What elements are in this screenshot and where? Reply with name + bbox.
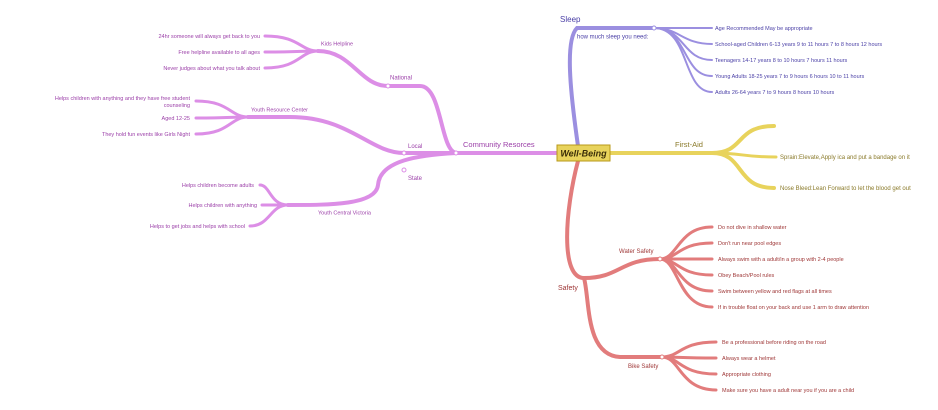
branch-line-national bbox=[316, 49, 458, 155]
node-dot bbox=[385, 83, 391, 89]
topic-firstaid[interactable]: First-Aid bbox=[675, 140, 703, 149]
branch-line-firstaid-item bbox=[710, 151, 776, 190]
branch-line-kids-item bbox=[263, 34, 320, 53]
subtopic-youth-central-victoria[interactable]: Youth Central Victoria bbox=[318, 211, 372, 217]
branch-line-firstaid-item bbox=[710, 124, 776, 155]
branch-line-bike-item bbox=[660, 355, 718, 392]
branch-line-safety-bike bbox=[582, 276, 664, 359]
branch-line-sleep-item bbox=[653, 27, 713, 93]
bike-safety-item[interactable]: Make sure you have a adult near you if y… bbox=[722, 388, 854, 394]
subtopic-local[interactable]: Local bbox=[408, 144, 422, 150]
firstaid-item[interactable]: Nose Bleed:Lean Forward to let the blood… bbox=[780, 186, 911, 192]
subtopic-bike-safety[interactable]: Bike Safety bbox=[628, 364, 658, 370]
branch-line-sleep bbox=[567, 26, 656, 148]
youth-central-item[interactable]: Helps to get jobs and helps with school bbox=[150, 224, 245, 230]
central-topic-label: Well-Being bbox=[560, 149, 607, 159]
branch-line-safety-water bbox=[582, 257, 662, 280]
sleep-item[interactable]: Young Adults 18-25 years 7 to 9 hours 6 … bbox=[715, 74, 864, 80]
node-dot bbox=[453, 150, 459, 156]
branch-line-safety bbox=[565, 159, 586, 280]
youth-central-item[interactable]: Helps children with anything bbox=[189, 203, 257, 209]
node-dot bbox=[657, 256, 663, 262]
subtopic-kids-helpline[interactable]: Kids Helpline bbox=[321, 42, 353, 48]
water-safety-item[interactable]: Don't run near pool edges bbox=[718, 241, 781, 247]
sleep-item[interactable]: School-aged Children 6-13 years 9 to 11 … bbox=[715, 42, 882, 48]
topic-sleep[interactable]: Sleep bbox=[560, 15, 581, 24]
node-dot bbox=[659, 354, 665, 360]
branch-line-water-item bbox=[658, 241, 714, 261]
youth-resource-item[interactable]: Aged 12-25 bbox=[162, 116, 190, 122]
topic-safety[interactable]: Safety bbox=[558, 285, 578, 292]
node-dot bbox=[401, 150, 407, 156]
youth-central-item[interactable]: Helps children become adults bbox=[182, 183, 254, 189]
subtopic-youth-resource-center[interactable]: Youth Resource Center bbox=[251, 108, 308, 114]
topic-community[interactable]: Community Resorces bbox=[463, 140, 535, 149]
branch-line-ycv-item bbox=[248, 203, 290, 228]
water-safety-item[interactable]: Obey Beach/Pool rules bbox=[718, 273, 775, 279]
youth-resource-item[interactable]: counseling bbox=[164, 103, 190, 109]
bike-safety-item[interactable]: Appropriate clothing bbox=[722, 372, 771, 378]
branch-line-kids-item bbox=[263, 49, 320, 70]
water-safety-item[interactable]: Do not dive in shallow water bbox=[718, 225, 787, 231]
branch-line-ycv-item bbox=[258, 183, 290, 207]
node-dot bbox=[401, 167, 407, 173]
sleep-item[interactable]: Teenagers 14-17 years 8 to 10 hours 7 ho… bbox=[715, 58, 848, 64]
central-topic[interactable]: Well-Being bbox=[556, 144, 611, 162]
branch-line-local bbox=[246, 115, 458, 155]
sleep-item[interactable]: Adults 26-64 years 7 to 9 hours 8 hours … bbox=[715, 90, 834, 96]
bike-safety-item[interactable]: Be a professional before riding on the r… bbox=[722, 340, 826, 346]
bike-safety-item[interactable]: Always wear a helmet bbox=[722, 356, 776, 362]
water-safety-item[interactable]: Always swim with a adult/in a group with… bbox=[718, 257, 844, 263]
branch-line-sleep-item bbox=[653, 27, 713, 77]
branch-line-yrc-item bbox=[194, 99, 250, 119]
branch-line-state bbox=[286, 151, 458, 207]
subtopic-sleep-need[interactable]: how much sleep you need: bbox=[577, 35, 649, 41]
sleep-item[interactable]: Age Recommended May be appropriate bbox=[715, 26, 813, 32]
branch-line-water-item bbox=[658, 257, 714, 309]
youth-resource-item[interactable]: Helps children with anything and they ha… bbox=[55, 96, 191, 102]
subtopic-state[interactable]: State bbox=[408, 176, 423, 182]
youth-resource-item[interactable]: They hold fun events like Girls Night bbox=[102, 132, 191, 138]
water-safety-item[interactable]: Swim between yellow and red flags at all… bbox=[718, 289, 832, 295]
branch-line-yrc-item bbox=[194, 115, 250, 136]
node-dot bbox=[651, 25, 657, 31]
water-safety-item[interactable]: If in trouble float on your back and use… bbox=[718, 305, 869, 311]
firstaid-item[interactable]: Sprain:Elevate,Apply ica and put a banda… bbox=[780, 155, 910, 161]
branch-line-bike-item bbox=[660, 340, 718, 359]
kids-helpline-item[interactable]: Never judges about what you talk about bbox=[163, 66, 260, 72]
subtopic-national[interactable]: National bbox=[390, 76, 412, 82]
subtopic-water-safety[interactable]: Water Safety bbox=[619, 249, 653, 255]
kids-helpline-item[interactable]: Free helpline available to all ages bbox=[178, 50, 260, 56]
kids-helpline-item[interactable]: 24hr someone will always get back to you bbox=[159, 34, 261, 40]
